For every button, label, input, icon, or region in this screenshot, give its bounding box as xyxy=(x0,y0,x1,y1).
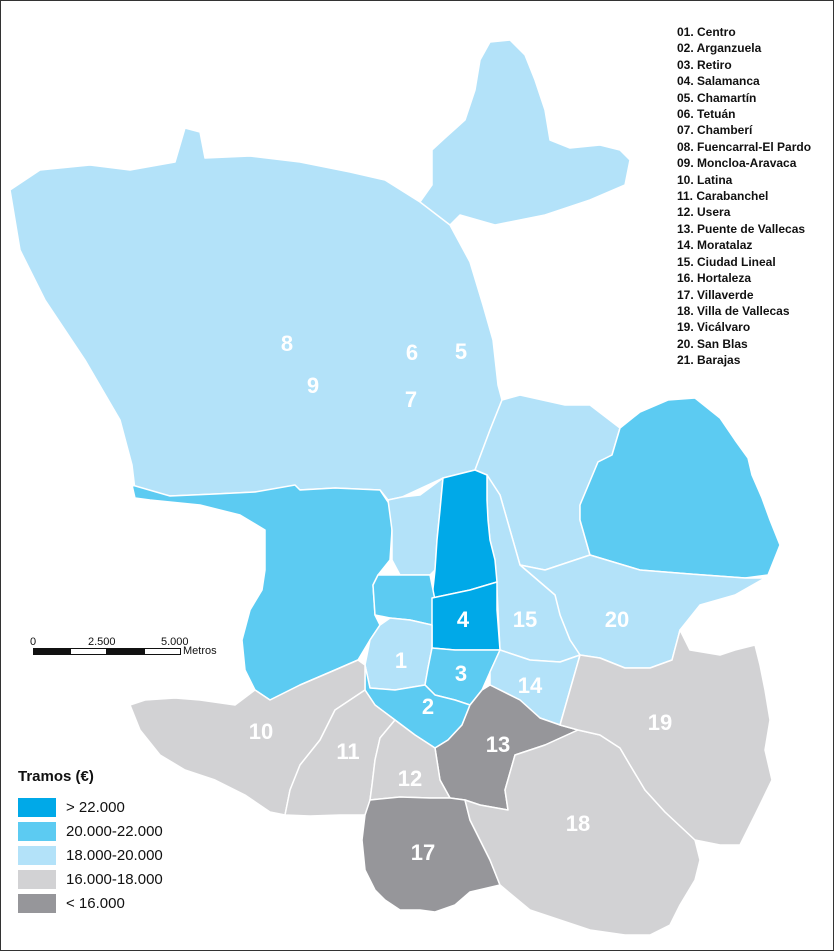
scale-label-mid: 2.500 xyxy=(88,636,116,648)
legend-swatch xyxy=(18,821,56,841)
legend-swatch xyxy=(18,869,56,889)
district-label-20: 20 xyxy=(605,607,629,632)
district-label-7: 7 xyxy=(405,387,417,412)
district-list-item: 12. Usera xyxy=(677,205,731,220)
district-name-list: 01. Centro 02. Arganzuela 03. Retiro 04.… xyxy=(677,24,811,369)
district-21[interactable] xyxy=(579,397,781,579)
legend-item: 20.000-22.000 xyxy=(18,819,163,843)
legend-title: Tramos (€) xyxy=(18,768,94,785)
district-label-8: 8 xyxy=(281,331,293,356)
district-label-13: 13 xyxy=(486,732,510,757)
district-list-item: 01. Centro xyxy=(677,25,736,39)
legend-swatch xyxy=(18,797,56,817)
district-list-item: 11. Carabanchel xyxy=(677,189,769,204)
district-label-19: 19 xyxy=(648,710,672,735)
legend-item: < 16.000 xyxy=(18,891,163,915)
district-label-15: 15 xyxy=(513,607,537,632)
district-label-3: 3 xyxy=(455,661,467,686)
district-label-5: 5 xyxy=(455,339,467,364)
district-label-11: 11 xyxy=(336,739,359,764)
scale-segment xyxy=(70,648,107,655)
legend-swatch xyxy=(18,845,56,865)
district-list-item: 07. Chamberí xyxy=(677,123,753,138)
district-label-4: 4 xyxy=(457,607,470,632)
scale-label-zero: 0 xyxy=(30,636,37,648)
scale-segment xyxy=(107,648,144,655)
district-label-6: 6 xyxy=(406,340,418,365)
district-list-item: 10. Latina xyxy=(677,172,733,187)
district-label-16: 16 xyxy=(527,283,551,308)
district-label-18: 18 xyxy=(566,811,590,836)
district-7[interactable] xyxy=(372,574,436,626)
district-9[interactable] xyxy=(131,484,393,701)
district-label-1: 1 xyxy=(395,648,407,673)
district-5[interactable] xyxy=(431,469,498,599)
legend-item: 18.000-20.000 xyxy=(18,843,163,867)
legend-swatch xyxy=(18,893,56,913)
district-list-item: 13. Puente de Vallecas xyxy=(677,221,806,236)
scale-label-max: 5.000 xyxy=(161,636,189,648)
district-list-item: 20. San Blas xyxy=(677,336,748,351)
scale-segment xyxy=(33,648,70,655)
district-list-item: 19. Vicálvaro xyxy=(677,320,751,335)
scale-segment xyxy=(144,648,181,655)
district-list-item: 21. Barajas xyxy=(677,353,741,368)
legend-label: 20.000-22.000 xyxy=(66,822,163,840)
district-list-item: 09. Moncloa-Aravaca xyxy=(677,156,797,171)
district-list-item: 05. Chamartín xyxy=(677,90,757,105)
scale-unit: Metros xyxy=(183,645,217,657)
district-label-21: 21 xyxy=(676,310,700,335)
legend-label: > 22.000 xyxy=(66,798,125,816)
district-list-item: 03. Retiro xyxy=(677,57,732,72)
district-17[interactable] xyxy=(361,796,501,913)
district-list-item: 17. Villaverde xyxy=(677,287,754,302)
district-list-item: 06. Tetuán xyxy=(677,107,736,122)
district-label-10: 10 xyxy=(249,719,273,744)
district-list-item: 16. Hortaleza xyxy=(677,271,752,286)
district-list-item: 08. Fuencarral-El Pardo xyxy=(677,139,812,154)
district-list-item: 04. Salamanca xyxy=(677,74,760,89)
legend: Tramos (€) > 22.000 20.000-22.000 18.000… xyxy=(18,768,163,915)
district-list-item: 18. Villa de Vallecas xyxy=(677,303,790,318)
district-list-item: 02. Arganzuela xyxy=(677,41,762,56)
legend-item: 16.000-18.000 xyxy=(18,867,163,891)
legend-label: 16.000-18.000 xyxy=(66,870,163,888)
district-label-17: 17 xyxy=(411,840,435,865)
district-label-12: 12 xyxy=(398,766,422,791)
district-19[interactable] xyxy=(559,629,773,846)
district-list-item: 15. Ciudad Lineal xyxy=(677,254,776,269)
legend-label: 18.000-20.000 xyxy=(66,846,163,864)
legend-item: > 22.000 xyxy=(18,795,163,819)
district-list-item: 14. Moratalaz xyxy=(677,238,753,253)
legend-label: < 16.000 xyxy=(66,894,125,912)
district-label-2: 2 xyxy=(422,694,434,719)
district-label-9: 9 xyxy=(307,373,319,398)
scale-bar: 0 2.500 5.000 Metros xyxy=(30,636,233,676)
district-label-14: 14 xyxy=(518,673,543,698)
